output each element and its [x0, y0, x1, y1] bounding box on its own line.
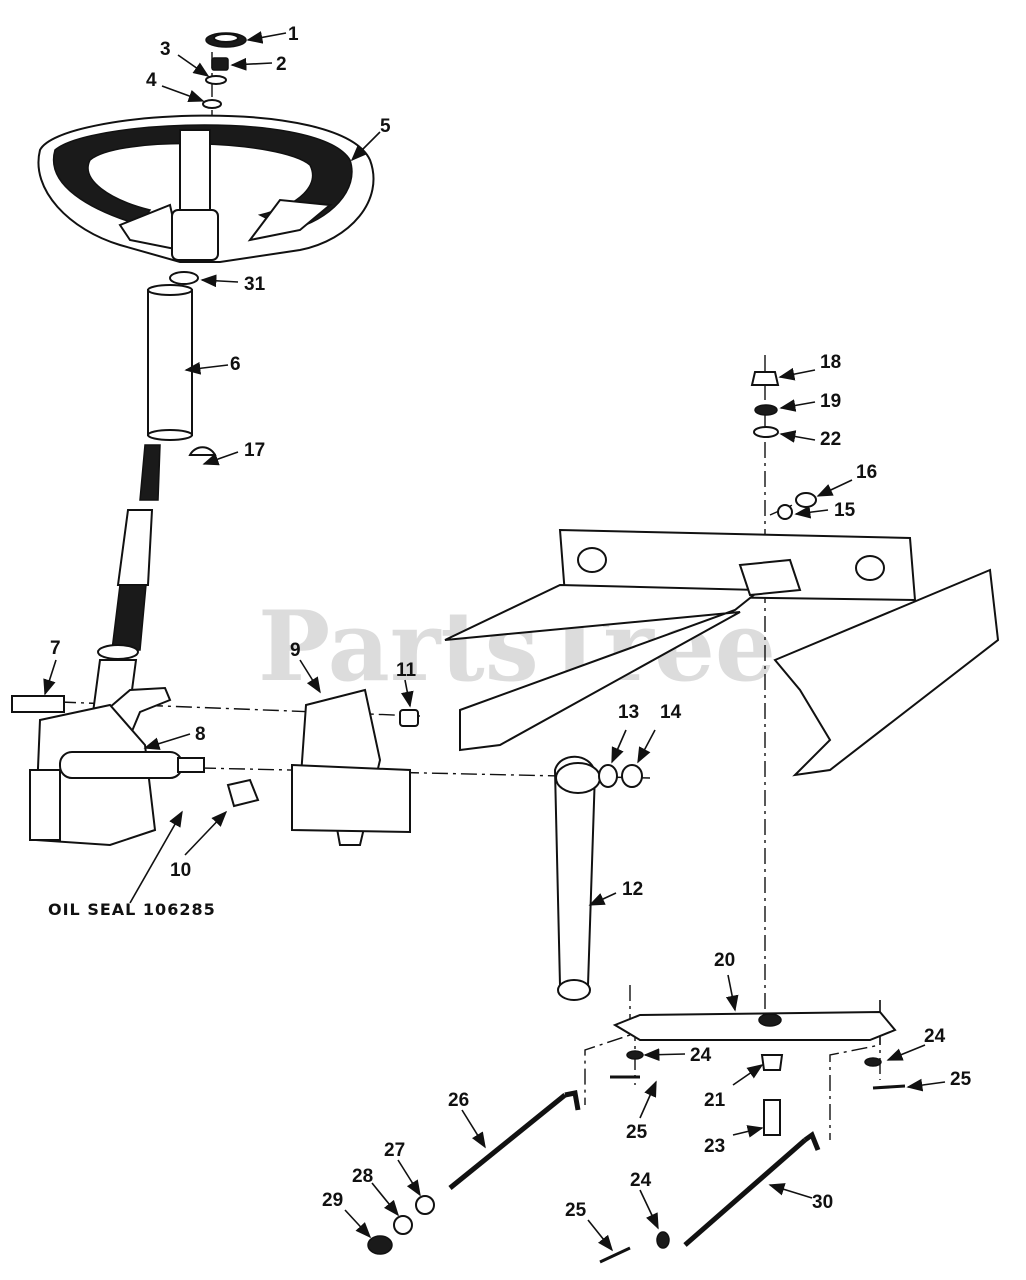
callout-1: 1: [288, 24, 299, 45]
callout-17: 17: [244, 440, 265, 461]
callout-28: 28: [352, 1166, 373, 1187]
steering-plate: [612, 1010, 897, 1136]
cap-nut-washer-stack: [202, 32, 247, 109]
callout-20: 20: [714, 950, 735, 971]
callout-24-left: 24: [690, 1045, 712, 1066]
callout-24-right: 24: [924, 1026, 946, 1047]
steering-shaft-and-gearbox: [11, 444, 260, 847]
callout-29: 29: [322, 1190, 343, 1211]
callout-5: 5: [380, 116, 391, 137]
steering-wheel: [37, 114, 375, 263]
kingpin-hardware: [750, 371, 817, 520]
callout-12: 12: [622, 879, 643, 900]
callout-7: 7: [50, 638, 61, 659]
callout-15: 15: [834, 500, 856, 521]
callout-labels: 1 2 3 4 5 31 6 17 7 8 9 11 10 18 19 22 1…: [50, 24, 972, 1221]
callout-18: 18: [820, 352, 841, 373]
callout-23: 23: [704, 1136, 725, 1157]
callout-8: 8: [195, 724, 206, 745]
callout-14: 14: [660, 702, 682, 723]
pitman-arm: [553, 755, 643, 1001]
callout-19: 19: [820, 391, 841, 412]
callout-25-left: 25: [626, 1122, 648, 1143]
drag-links: [367, 1075, 906, 1264]
callout-10: 10: [170, 860, 191, 881]
callout-3: 3: [160, 39, 171, 60]
callout-16: 16: [856, 462, 877, 483]
callout-24-bottom: 24: [630, 1170, 652, 1191]
callout-6: 6: [230, 354, 241, 375]
frame-rails: [444, 528, 1000, 777]
callout-26: 26: [448, 1090, 469, 1111]
callout-4: 4: [146, 70, 157, 91]
callout-2: 2: [276, 54, 287, 75]
callout-31: 31: [244, 274, 266, 295]
callout-9: 9: [290, 640, 301, 661]
callout-25-right: 25: [950, 1069, 972, 1090]
callout-30: 30: [812, 1192, 833, 1213]
callout-13: 13: [618, 702, 639, 723]
callout-25-bottom: 25: [565, 1200, 587, 1221]
column-bushing-and-tube: [147, 271, 217, 456]
callout-22: 22: [820, 429, 841, 450]
leader-lines: [43, 31, 946, 1252]
callout-21: 21: [704, 1090, 726, 1111]
callout-11: 11: [396, 660, 417, 681]
callout-27: 27: [384, 1140, 405, 1161]
oil-seal-caption: OIL SEAL 106285: [48, 900, 216, 919]
mounting-bracket: [291, 688, 419, 846]
